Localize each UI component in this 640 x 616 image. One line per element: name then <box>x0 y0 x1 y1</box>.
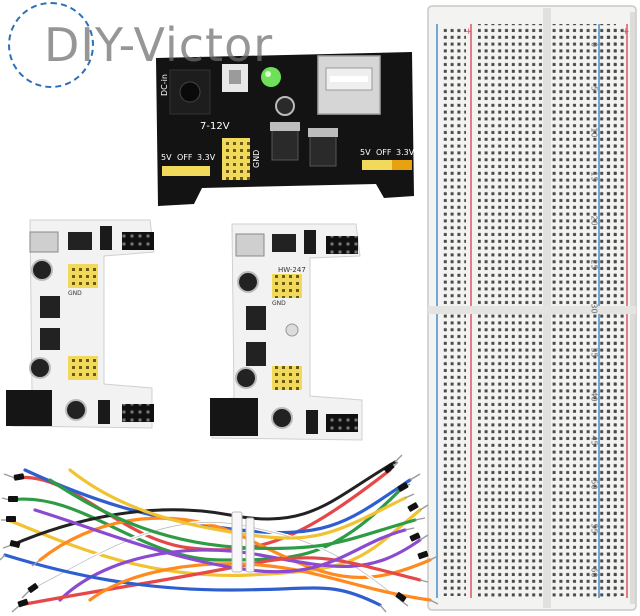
label-gnd-white-1: GND <box>68 290 82 297</box>
voltage-regulator <box>40 296 60 318</box>
row-number: 55 <box>589 523 599 534</box>
capacitor <box>31 259 53 281</box>
header-yellow <box>272 274 302 298</box>
jumper-right-off: OFF <box>376 148 392 157</box>
cable-tie <box>231 511 255 573</box>
pin-header <box>122 232 154 250</box>
capacitor <box>29 357 51 379</box>
jumper-right <box>362 160 412 170</box>
jumper-wire-pins <box>0 454 439 613</box>
row-number: 20 <box>589 215 599 226</box>
row-number: 35 <box>589 347 599 358</box>
jumper-right-3v3: 3.3V <box>396 148 415 157</box>
header-yellow <box>68 264 98 288</box>
dc-barrel-jack <box>6 390 52 426</box>
row-number: 45 <box>589 435 599 446</box>
label-voltage: 7-12V <box>200 121 230 132</box>
header-yellow <box>68 356 98 380</box>
voltage-regulator <box>309 135 337 167</box>
slide-switch <box>304 230 316 254</box>
voltage-regulator <box>246 306 266 330</box>
label-gnd-white-2: GND <box>272 300 286 307</box>
power-module-black <box>156 52 414 206</box>
breadboard-joint <box>428 306 636 314</box>
row-number: 30 <box>589 303 599 314</box>
micro-usb-port <box>29 231 59 253</box>
row-number: 40 <box>589 391 599 402</box>
capacitor <box>275 96 295 116</box>
power-module-white-2 <box>210 223 363 441</box>
header-yellow <box>272 366 302 390</box>
power-module-white-1 <box>6 219 155 429</box>
svg-text:+: + <box>465 27 473 37</box>
jumper-left-5v: 5V <box>161 153 172 162</box>
voltage-regulator <box>246 342 266 366</box>
dc-barrel-jack <box>210 398 258 436</box>
label-model: HW-247 <box>278 266 306 274</box>
watermark-logo-ring <box>8 2 94 88</box>
led <box>285 323 299 337</box>
capacitor <box>65 399 87 421</box>
jumper-left-off: OFF <box>177 153 193 162</box>
breadboard: + + <box>427 5 637 611</box>
label-gnd-main: GND <box>252 149 261 168</box>
row-number: 25 <box>589 259 599 270</box>
row-number: 15 <box>589 171 599 182</box>
slide-switch <box>100 226 112 250</box>
pin-header <box>326 414 358 432</box>
voltage-regulator <box>40 328 60 350</box>
voltage-regulator <box>271 129 299 161</box>
jumper-left <box>162 166 210 176</box>
capacitor <box>271 407 293 429</box>
capacitor <box>235 367 257 389</box>
jumper-wire-plugs <box>6 462 429 608</box>
slide-switch <box>98 400 110 424</box>
mini-usb-port <box>235 233 265 257</box>
label-dc-in: DC-in <box>160 74 169 96</box>
row-number: 60 <box>589 567 599 578</box>
row-number: 0 <box>589 41 599 48</box>
svg-text:+: + <box>622 27 630 37</box>
pin-header <box>122 404 154 422</box>
row-number: 50 <box>589 479 599 490</box>
watermark-text: DIY-Victor <box>44 18 274 72</box>
header-yellow <box>222 138 250 180</box>
row-number: 5 <box>589 85 599 92</box>
pin-header <box>326 236 358 254</box>
capacitor <box>237 271 259 293</box>
row-number: 10 <box>589 127 599 138</box>
jumper-wire-bundle <box>3 460 432 607</box>
jumper-left-3v3: 3.3V <box>197 153 216 162</box>
slide-switch <box>306 410 318 434</box>
jumper-right-5v: 5V <box>360 148 371 157</box>
